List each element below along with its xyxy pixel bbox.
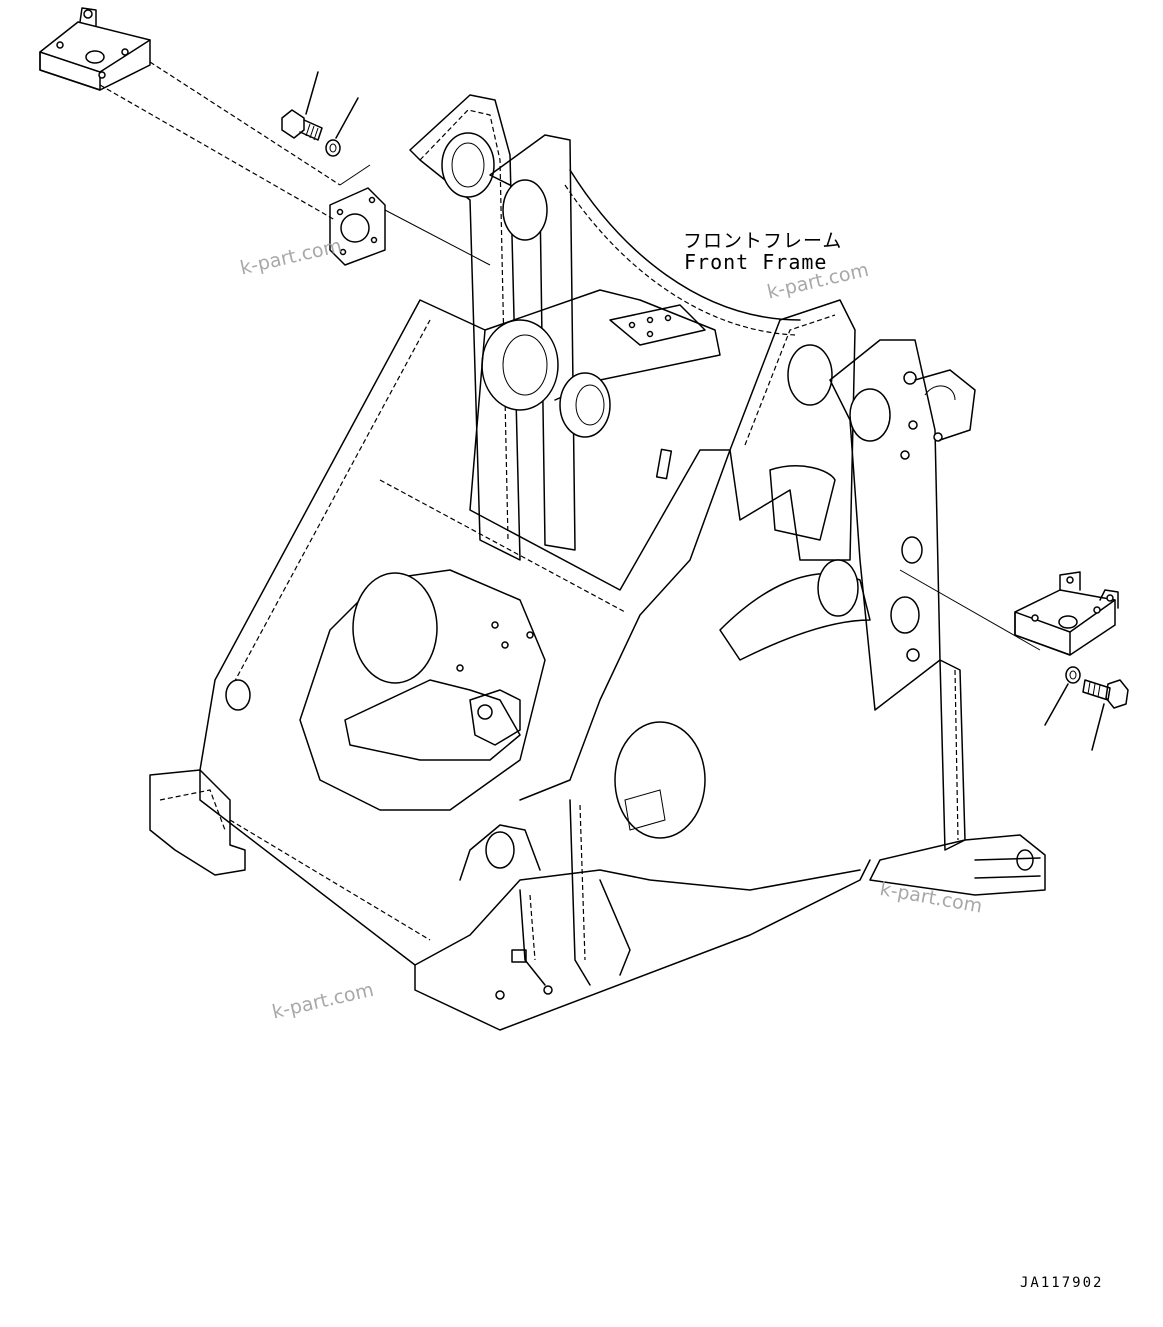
upper-left-bolt-icon bbox=[281, 71, 323, 141]
title-english: Front Frame bbox=[684, 250, 828, 274]
upper-left-washer-icon bbox=[325, 97, 359, 157]
upper-left-mount-plate bbox=[329, 187, 491, 266]
front-frame-icon bbox=[149, 94, 1046, 1031]
drawing-number: JA117902 bbox=[1020, 1275, 1104, 1291]
right-bracket-icon bbox=[1014, 571, 1119, 656]
title-japanese: フロントフレーム bbox=[683, 230, 843, 252]
right-washer-icon bbox=[1044, 666, 1081, 726]
right-bolt-icon bbox=[1082, 679, 1129, 751]
upper-left-bracket-icon bbox=[39, 7, 151, 91]
